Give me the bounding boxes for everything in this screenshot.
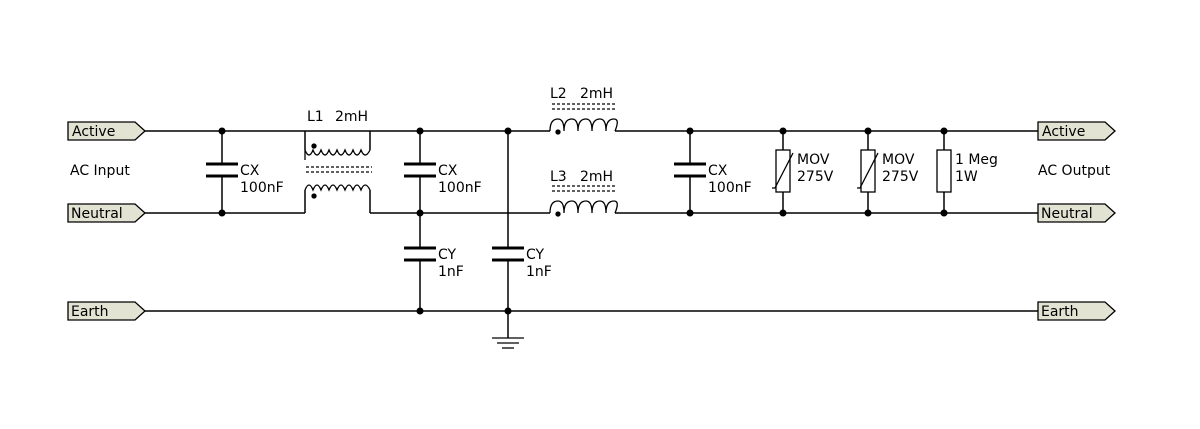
cx1-value: 100nF bbox=[240, 180, 284, 196]
port-out-active-label: Active bbox=[1042, 124, 1085, 140]
capacitor-cx1: CX 100nF bbox=[206, 162, 284, 196]
port-in-earth: Earth bbox=[67, 301, 146, 321]
mov2-name: MOV bbox=[882, 152, 915, 168]
capacitor-cy2: CY 1nF bbox=[492, 246, 552, 280]
l2-value: 2mH bbox=[580, 86, 613, 102]
port-out-earth-label: Earth bbox=[1041, 304, 1079, 320]
capacitor-cy1: CY 1nF bbox=[404, 246, 464, 280]
cx2-name: CX bbox=[438, 163, 458, 179]
port-out-neutral: Neutral bbox=[1037, 203, 1116, 223]
mov2-value: 275V bbox=[882, 169, 919, 185]
inductor-l3 bbox=[549, 185, 618, 217]
port-in-neutral-label: Neutral bbox=[71, 206, 123, 222]
port-in-active: Active bbox=[67, 121, 146, 141]
ground-icon bbox=[492, 337, 524, 349]
l1-value: 2mH bbox=[335, 109, 368, 125]
l3-value: 2mH bbox=[580, 169, 613, 185]
port-in-active-label: Active bbox=[72, 124, 115, 140]
cx3-name: CX bbox=[708, 163, 728, 179]
inductor-l2 bbox=[549, 103, 618, 135]
port-out-neutral-label: Neutral bbox=[1041, 206, 1093, 222]
l2-name: L2 bbox=[550, 86, 567, 102]
cy1-value: 1nF bbox=[438, 264, 464, 280]
inductor-l1 bbox=[304, 143, 372, 199]
cx1-name: CX bbox=[240, 163, 260, 179]
mov1-name: MOV bbox=[797, 152, 830, 168]
r1-value: 1W bbox=[955, 169, 978, 185]
port-out-active: Active bbox=[1037, 121, 1116, 141]
cy2-name: CY bbox=[526, 247, 545, 263]
port-in-earth-label: Earth bbox=[71, 304, 109, 320]
cx2-value: 100nF bbox=[438, 180, 482, 196]
l3-name: L3 bbox=[550, 169, 567, 185]
ac-input-label: AC Input bbox=[70, 163, 130, 179]
port-out-earth: Earth bbox=[1037, 301, 1116, 321]
varistor-mov2: MOV 275V bbox=[857, 149, 919, 193]
varistor-mov1: MOV 275V bbox=[772, 149, 834, 193]
r1-name: 1 Meg bbox=[955, 152, 998, 168]
resistor-r1: 1 Meg 1W bbox=[936, 149, 998, 193]
cy1-name: CY bbox=[438, 247, 457, 263]
capacitor-cx2: CX 100nF bbox=[404, 162, 482, 196]
capacitor-cx3: CX 100nF bbox=[674, 162, 752, 196]
ac-output-label: AC Output bbox=[1038, 163, 1111, 179]
cx3-value: 100nF bbox=[708, 180, 752, 196]
cy2-value: 1nF bbox=[526, 264, 552, 280]
port-in-neutral: Neutral bbox=[67, 203, 146, 223]
l1-name: L1 bbox=[307, 109, 324, 125]
mov1-value: 275V bbox=[797, 169, 834, 185]
junction-dots bbox=[218, 127, 948, 315]
